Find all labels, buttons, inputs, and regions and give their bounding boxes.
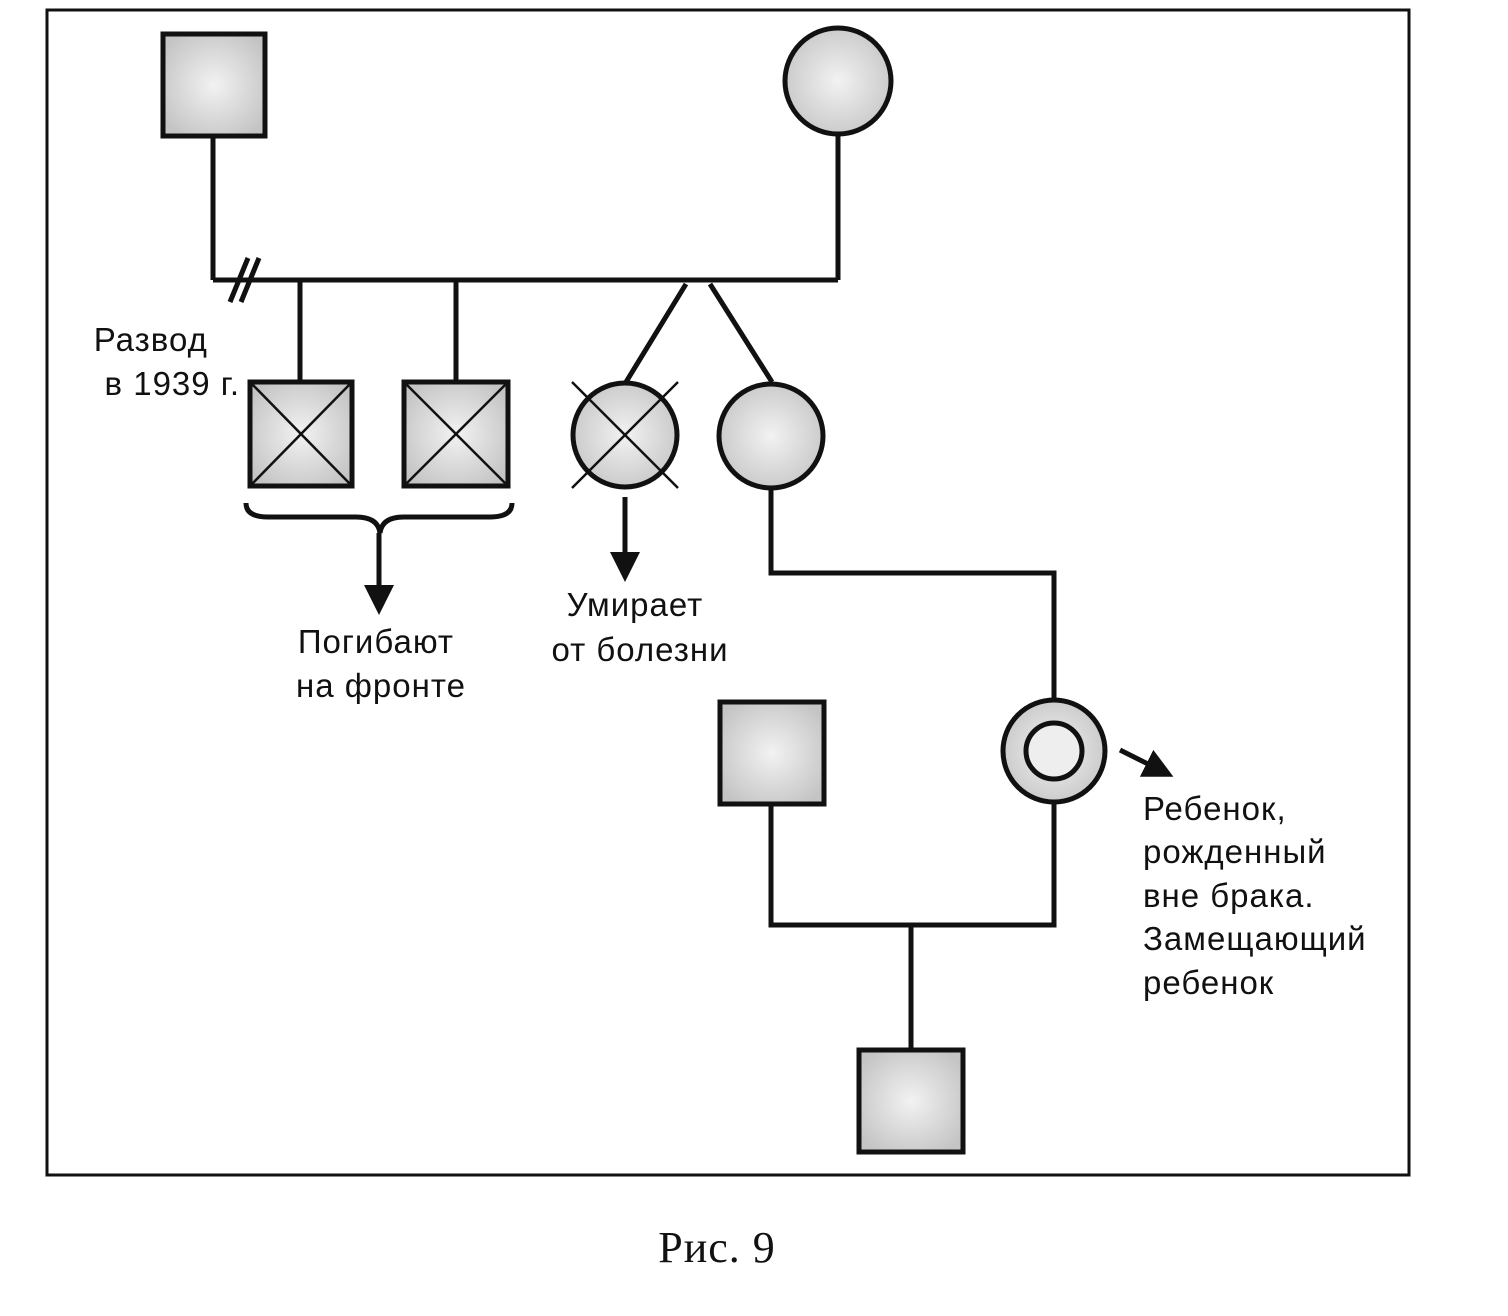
- wedlock-label-line1: Ребенок,: [1143, 790, 1287, 827]
- divorce-label-line1: Развод: [94, 321, 208, 358]
- diagram-frame: [45, 8, 1411, 1177]
- twin-branch-lines: [623, 282, 775, 384]
- killed-label-line2: на фронте: [296, 667, 466, 704]
- died-of-illness-label: Умирает от болезни: [551, 586, 728, 668]
- sons-brace: [243, 502, 515, 534]
- killed-label-line1: Погибают: [298, 623, 454, 660]
- wedlock-label-line4: Замещающий: [1143, 920, 1367, 957]
- second-marriage-line: [768, 804, 1057, 928]
- great-grandson-male-symbol: [856, 1047, 966, 1155]
- died-label-line2: от болезни: [551, 631, 728, 668]
- divorce-slash-marks: [227, 257, 262, 303]
- divorce-label-line2: в 1939 г.: [105, 365, 240, 402]
- wedlock-label-line5: ребенок: [1143, 964, 1274, 1001]
- out-of-wedlock-arrow: [1118, 747, 1174, 777]
- granddaughter-index-symbol: [1000, 697, 1108, 805]
- grandmother-female-symbol: [782, 25, 894, 137]
- son-in-law-male-symbol: [717, 699, 827, 807]
- out-of-wedlock-label: Ребенок, рожденный вне брака. Замещающий…: [1143, 790, 1377, 1001]
- killed-at-front-label: Погибают на фронте: [296, 623, 466, 704]
- daughter-deceased-symbol: [570, 380, 680, 490]
- son1-deceased-symbol: [247, 379, 355, 489]
- daughter-female-symbol: [716, 381, 826, 491]
- divorce-label: Развод в 1939 г.: [94, 321, 240, 402]
- figure-caption: Рис. 9: [658, 1223, 776, 1272]
- son2-deceased-symbol: [401, 379, 511, 489]
- daughter-to-granddaughter-line: [768, 488, 1057, 700]
- died-label-line1: Умирает: [567, 586, 704, 623]
- wedlock-label-line3: вне брака.: [1143, 877, 1315, 914]
- wedlock-label-line2: рожденный: [1143, 833, 1327, 870]
- grandfather-male-symbol: [160, 31, 268, 139]
